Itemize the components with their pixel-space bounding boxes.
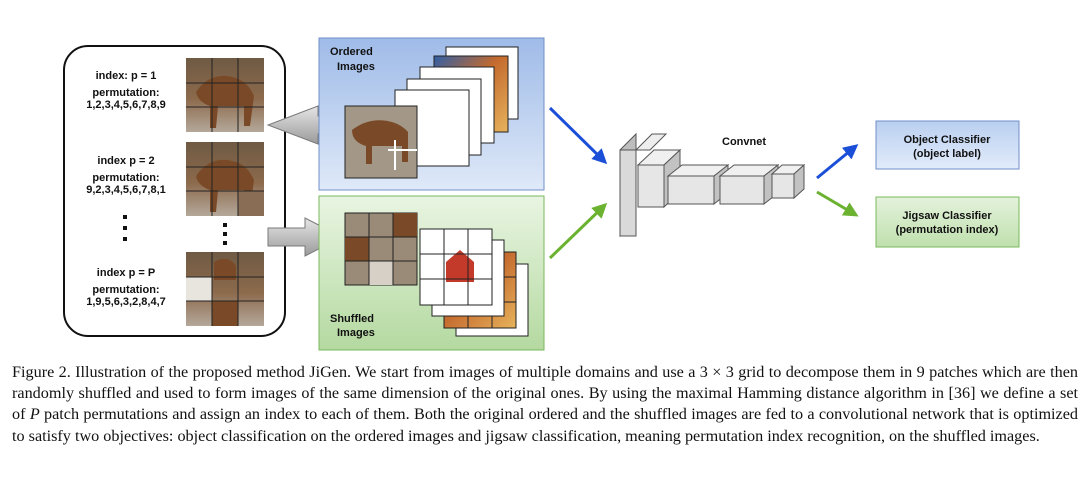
blue-arrow-to-object-classifier (816, 144, 859, 180)
object-classifier-box (875, 120, 1020, 170)
jigsaw-classifier-subtitle: (permutation index) (896, 224, 999, 236)
green-arrow-to-convnet (548, 202, 608, 260)
caption-var-p: P (29, 405, 40, 424)
entry-2-perm-label: permutation: (92, 172, 159, 184)
entry-1-perm: 1,2,3,4,5,6,7,8,9 (86, 99, 166, 111)
jigsaw-classifier-box (875, 196, 1020, 248)
entry-p-perm: 1,9,5,6,3,2,8,4,7 (86, 296, 166, 308)
object-classifier-subtitle: (object label) (913, 148, 981, 160)
jigsaw-classifier-title: Jigsaw Classifier (902, 210, 992, 222)
entry-2-index: index p = 2 (97, 155, 154, 167)
entry-2-thumbnail (186, 142, 264, 216)
entry-1-perm-label: permutation: (92, 87, 159, 99)
ordered-label-line1: Ordered (330, 46, 373, 58)
convnet-label: Convnet (722, 136, 766, 148)
shuffled-image-stack (344, 212, 529, 337)
caption-part-2: grid to decompose them in 9 patches whic… (12, 363, 1078, 424)
ellipsis-dots-left (123, 215, 127, 241)
figure-caption: Figure 2. Illustration of the proposed m… (12, 362, 1078, 447)
entry-p-thumbnail (186, 252, 264, 326)
blue-arrow-to-convnet (548, 106, 608, 165)
method-diagram: index: p = 1 permutation: 1,2,3,4,5,6,7,… (63, 37, 1020, 351)
shuffled-label-line2: Images (337, 327, 375, 339)
entry-p-perm-label: permutation: (92, 284, 159, 296)
green-arrow-to-jigsaw-classifier (816, 190, 859, 217)
object-classifier-title: Object Classifier (904, 134, 992, 146)
entry-2-perm: 9,2,3,4,5,6,7,8,1 (86, 184, 166, 196)
caption-part-3: patch permutations and assign an index t… (12, 405, 1079, 445)
ordered-image-stack (344, 46, 519, 179)
ordered-label-line2: Images (337, 61, 375, 73)
convnet-blocks (619, 132, 806, 238)
shuffled-label-line1: Shuffled (330, 313, 374, 325)
entry-1-thumbnail (186, 58, 264, 132)
entry-p-index: index p = P (97, 267, 155, 279)
ellipsis-dots-right (223, 223, 227, 245)
entry-1-index: index: p = 1 (96, 70, 157, 82)
caption-part-1: Figure 2. Illustration of the proposed m… (12, 363, 700, 381)
caption-math-grid: 3 × 3 (699, 363, 734, 381)
